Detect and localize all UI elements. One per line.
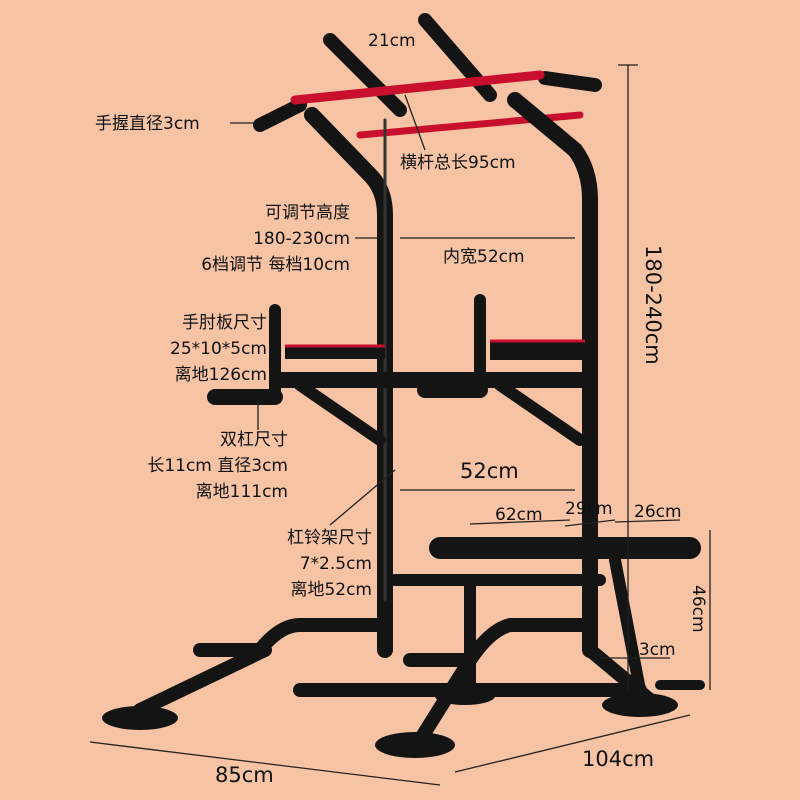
elbow-pad-label: 手肘板尺寸 25*10*5cm 离地126cm [170, 310, 267, 388]
depth-label: 85cm [215, 763, 274, 787]
adjustable-height-title: 可调节高度 [265, 203, 350, 223]
dip-bar-height: 离地111cm [195, 482, 288, 502]
adjustable-height-range: 180-230cm [253, 229, 350, 249]
dip-bar-size: 长11cm 直径3cm [147, 456, 288, 476]
elbow-pad-size: 25*10*5cm [170, 339, 267, 359]
crossbar-length-label: 横杆总长95cm [400, 153, 516, 173]
bench-29-label: 29cm [565, 499, 613, 519]
barbell-rack-size: 7*2.5cm [299, 554, 372, 574]
width-label: 104cm [582, 747, 655, 771]
dip-bar-title: 双杠尺寸 [220, 430, 288, 450]
barbell-rack-title: 杠铃架尺寸 [287, 528, 372, 548]
bench-33-label: 33cm [628, 640, 676, 660]
bench-62-label: 62cm [495, 505, 543, 525]
dip-bar-label: 双杠尺寸 长11cm 直径3cm 离地111cm [147, 427, 288, 505]
bench-height-label: 46cm [688, 585, 708, 633]
adjustable-height-label: 可调节高度 180-230cm 6档调节 每档10cm [201, 200, 350, 278]
elbow-pad-title: 手肘板尺寸 [182, 313, 267, 333]
handle-spacing-label: 21cm [368, 31, 416, 51]
bench-26-label: 26cm [634, 502, 682, 522]
width-52-label: 52cm [460, 459, 519, 483]
barbell-rack-height: 离地52cm [290, 580, 372, 600]
grip-diameter-label: 手握直径3cm [95, 114, 200, 134]
total-height-label: 180-240cm [641, 245, 665, 365]
elbow-pad-height: 离地126cm [174, 365, 267, 385]
inner-width-label: 内宽52cm [443, 247, 525, 267]
barbell-rack-label: 杠铃架尺寸 7*2.5cm 离地52cm [287, 525, 372, 603]
adjustable-height-steps: 6档调节 每档10cm [201, 255, 350, 275]
